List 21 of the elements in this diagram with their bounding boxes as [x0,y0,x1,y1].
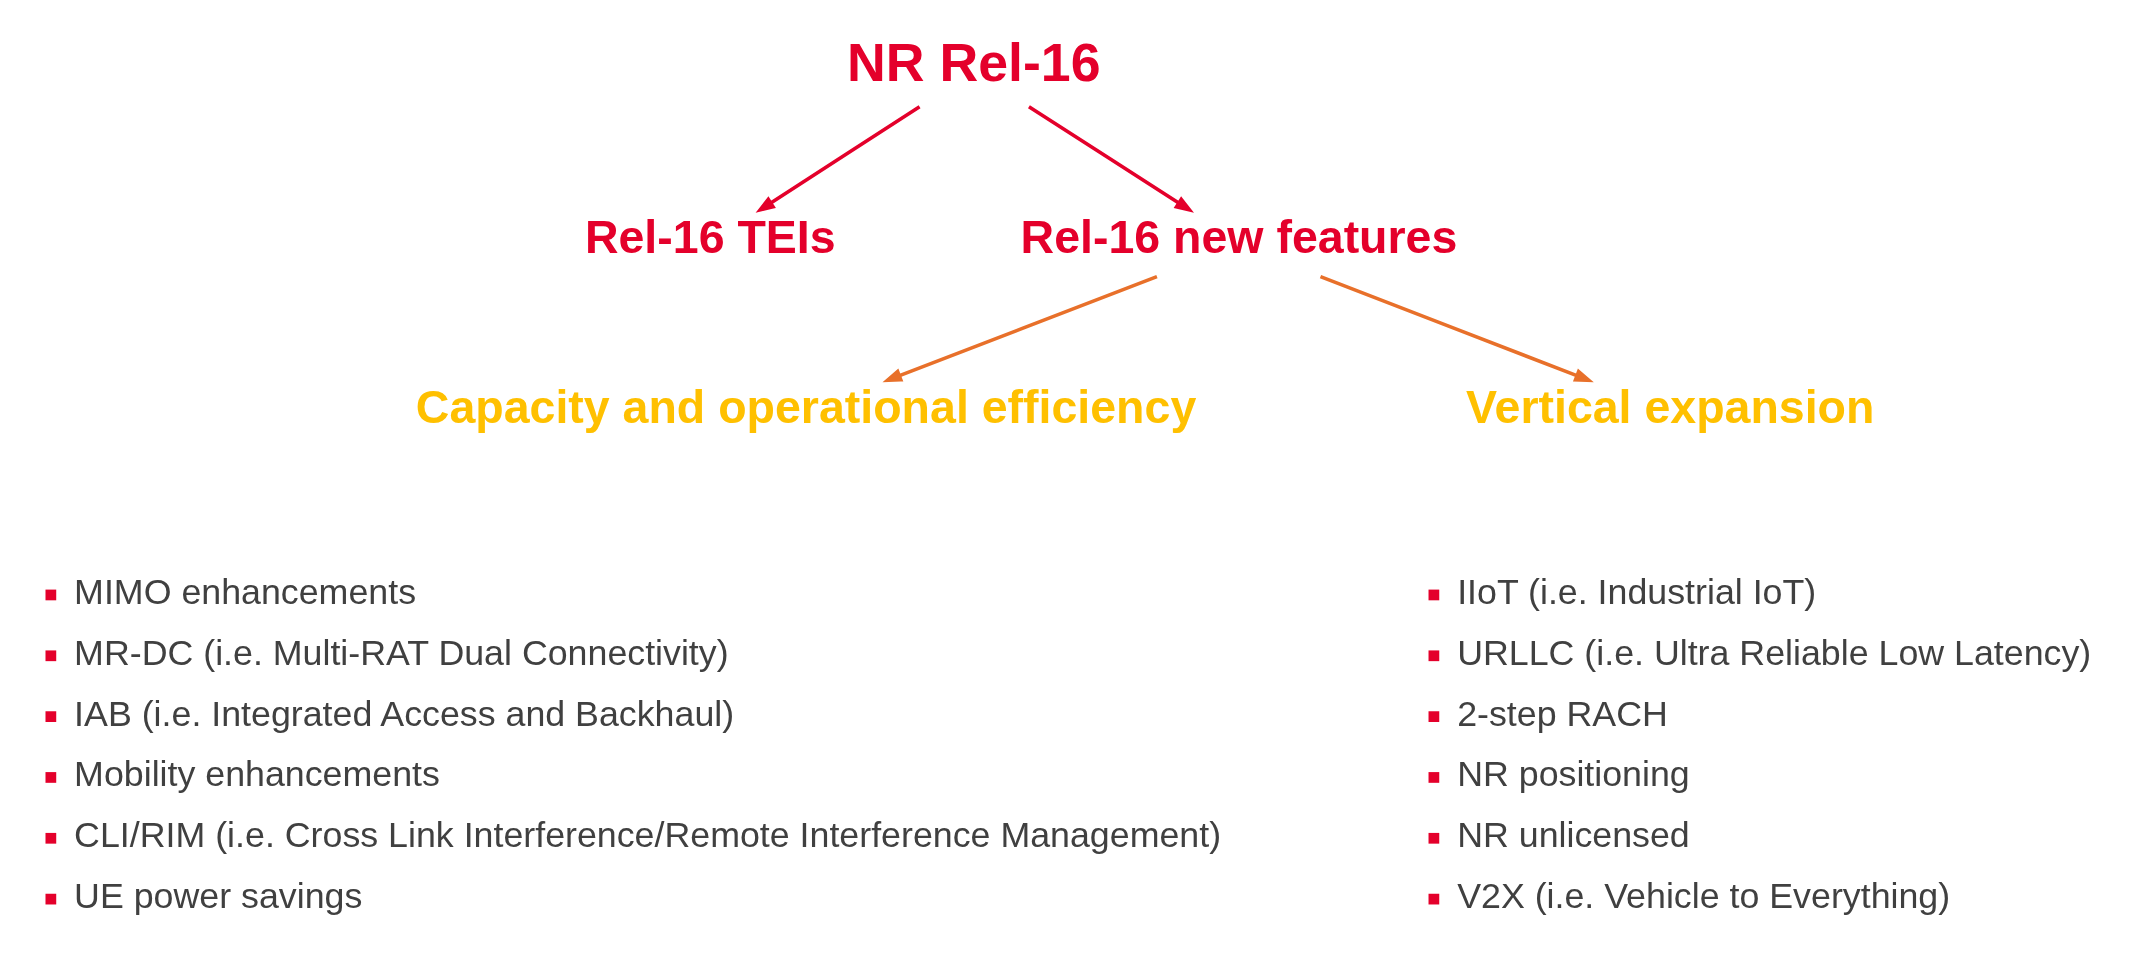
node-label: MIMO enhancements [74,571,417,612]
node-label: MR-DC (i.e. Multi-RAT Dual Connectivity) [74,632,729,673]
node-label: CLI/RIM (i.e. Cross Link Interference/Remote Interference Management) [74,814,1222,855]
node-text: NR Rel-16 [847,31,1101,92]
node-label: UE power savings [74,875,363,916]
node-label: 2-step RACH [1457,693,1668,734]
node-label: Mobility enhancements [74,753,440,794]
arrow [1319,274,1594,382]
arrow [1027,104,1194,213]
node-label: NR unlicensed [1457,814,1690,855]
arrow [755,104,921,213]
node-text: Vertical expansion [1466,380,1875,433]
node-label: NR positioning [1457,753,1690,794]
node-label: V2X (i.e. Vehicle to Everything) [1457,875,1951,916]
arrow [882,274,1158,382]
node-text: Rel-16 TEIs [584,210,836,263]
node-text: Rel-16 new features [1020,210,1458,263]
node-label: URLLC (i.e. Ultra Reliable Low Latency) [1457,632,2092,673]
node-label: IAB (i.e. Integrated Access and Backhaul) [74,693,735,734]
node-text: Capacity and operational efficiency [415,380,1197,433]
node-label: IIoT (i.e. Industrial IoT) [1457,571,1817,612]
